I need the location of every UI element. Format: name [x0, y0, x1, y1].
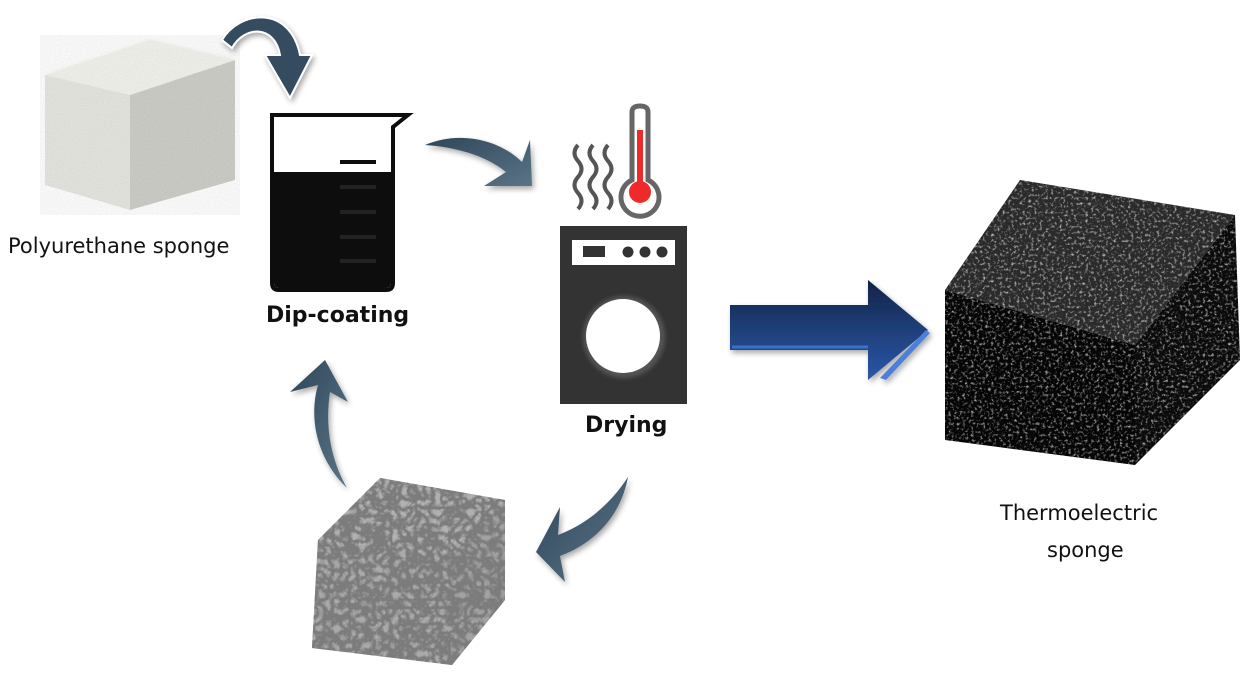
thermoelectric-sponge-image [945, 180, 1240, 465]
heat-waves-icon [572, 143, 614, 211]
thermometer-icon [618, 103, 662, 219]
drying-label: Drying [585, 413, 668, 438]
thermoelectric-sponge-label-line1: Thermoelectric [1000, 501, 1159, 525]
polyurethane-sponge-image [40, 35, 240, 215]
dryer-icon [560, 226, 687, 404]
arrow-coated-sponge-to-dip-coating [290, 360, 348, 488]
arrow-dip-coating-to-drying [425, 137, 532, 186]
arrow-drying-to-coated-sponge [536, 477, 628, 582]
thermoelectric-sponge-label-line2: sponge [1047, 538, 1124, 562]
coated-sponge-image [312, 478, 505, 665]
arrow-drying-to-thermoelectric-sponge [730, 280, 930, 380]
polyurethane-sponge-label: Polyurethane sponge [8, 234, 230, 258]
beaker-icon [270, 113, 414, 292]
dip-coating-label: Dip-coating [266, 303, 410, 328]
arrow-sponge-to-dip-coating [220, 16, 314, 101]
